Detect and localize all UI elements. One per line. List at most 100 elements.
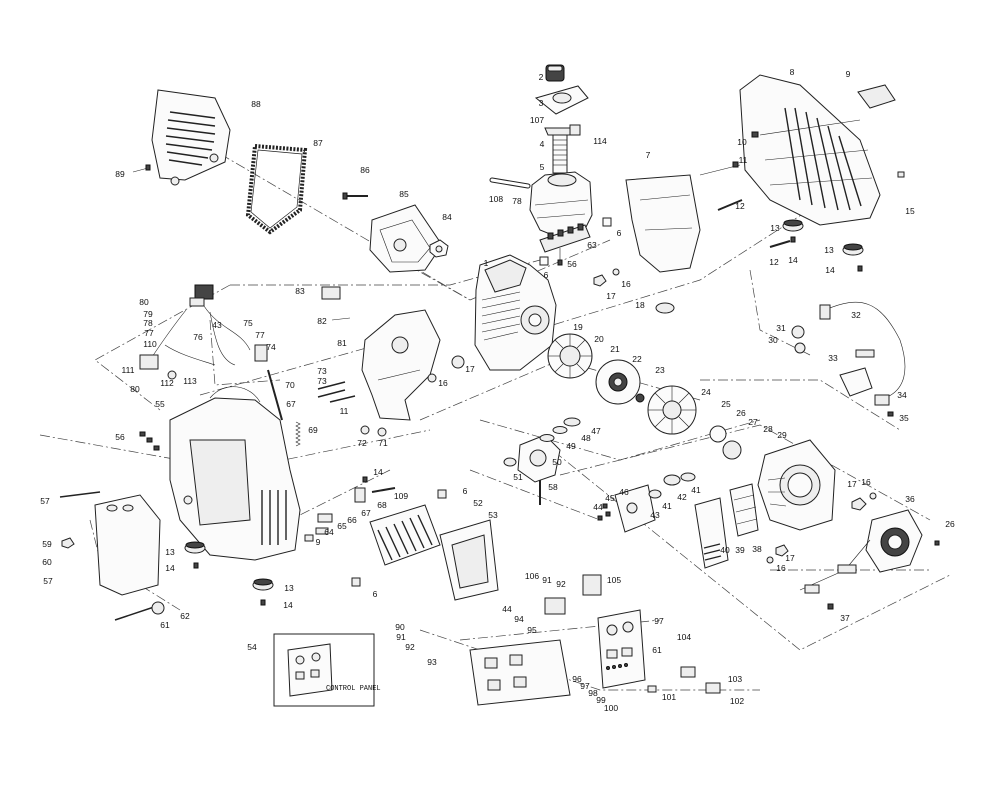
bolt-10-11: [699, 131, 759, 176]
callout-73: 73: [317, 366, 327, 376]
callout-46: 46: [619, 487, 629, 497]
recoil-starter-36: [799, 509, 923, 594]
callout-106: 106: [525, 571, 539, 581]
callout-108: 108: [489, 194, 503, 204]
carburetor-50: [503, 434, 561, 505]
spring-69: [295, 421, 301, 447]
callout-72: 72: [357, 438, 367, 448]
callout-67: 67: [361, 508, 371, 518]
callout-14: 14: [788, 255, 798, 265]
callout-99: 99: [596, 695, 606, 705]
callout-3: 3: [539, 98, 544, 108]
callout-54: 54: [247, 642, 257, 652]
callout-40: 40: [720, 545, 730, 555]
rod-12: [717, 199, 791, 248]
callout-25: 25: [721, 399, 731, 409]
callout-21: 21: [610, 344, 620, 354]
rear-cover-88: [151, 89, 231, 186]
choke-lever-parts: [304, 476, 396, 542]
callout-67: 67: [286, 399, 296, 409]
callout-56: 56: [115, 432, 125, 442]
callout-55: 55: [155, 399, 165, 409]
callout-10: 10: [737, 137, 747, 147]
clip-15: [897, 171, 905, 178]
callout-8: 8: [790, 67, 795, 77]
washers-71-72: [360, 425, 387, 437]
fuel-filter-4: [544, 124, 581, 174]
callout-70: 70: [285, 380, 295, 390]
callout-17: 17: [606, 291, 616, 301]
starter-housing-29: [757, 439, 836, 531]
control-panel-inset-54: CONTROL PANEL: [273, 633, 381, 707]
inverter-module-52: [351, 489, 447, 587]
callout-62: 62: [180, 611, 190, 621]
engine-1: [474, 254, 557, 371]
outlets-101-103: [647, 666, 721, 694]
callout-6: 6: [373, 589, 378, 599]
callout-6: 6: [463, 486, 468, 496]
callout-39: 39: [735, 545, 745, 555]
callout-88: 88: [251, 99, 261, 109]
callout-14: 14: [283, 600, 293, 610]
callout-44: 44: [593, 502, 603, 512]
air-filter-box-43: [614, 484, 656, 533]
callout-61: 61: [160, 620, 170, 630]
callout-85: 85: [399, 189, 409, 199]
callout-64: 64: [324, 527, 334, 537]
bolts-73: [317, 381, 356, 403]
callout-63: 63: [587, 240, 597, 250]
vent-hose-108: [489, 177, 531, 189]
callout-111: 111: [122, 365, 135, 375]
callout-77: 77: [144, 328, 154, 338]
callout-26: 26: [736, 408, 746, 418]
callout-103: 103: [728, 674, 742, 684]
callout-23: 23: [655, 365, 665, 375]
fan-cover-85: [369, 204, 443, 273]
callout-43: 43: [650, 510, 660, 520]
callout-82: 82: [317, 316, 327, 326]
callout-112: 112: [160, 378, 174, 388]
callout-6: 6: [544, 270, 549, 280]
callout-17: 17: [785, 553, 795, 563]
tank-collar-3: [534, 85, 589, 115]
callout-91: 91: [396, 632, 406, 642]
fuel-rail-63: [539, 217, 612, 266]
callout-66: 66: [347, 515, 357, 525]
callout-13: 13: [165, 547, 175, 557]
breaker-105: [582, 574, 602, 596]
callout-4: 4: [540, 139, 545, 149]
callout-1: 1: [484, 258, 489, 268]
callout-15: 15: [905, 206, 915, 216]
callout-97: 97: [580, 681, 590, 691]
grommet-18: [655, 302, 675, 314]
callout-7: 7: [646, 150, 651, 160]
callout-16: 16: [861, 477, 871, 487]
callout-16: 16: [438, 378, 448, 388]
starter-cup-25-27: [709, 425, 742, 460]
clamp-83: [321, 286, 341, 300]
callout-87: 87: [313, 138, 323, 148]
callout-27: 27: [748, 417, 758, 427]
callout-60: 60: [42, 557, 52, 567]
callout-57: 57: [43, 576, 53, 586]
callout-92: 92: [556, 579, 566, 589]
callout-96: 96: [572, 674, 582, 684]
callout-30: 30: [768, 335, 778, 345]
switch-95: [544, 597, 566, 615]
callout-110: 110: [143, 339, 157, 349]
callout-14: 14: [373, 467, 383, 477]
screw-59: [61, 537, 75, 549]
callout-6: 6: [617, 228, 622, 238]
handle-cap-9: [857, 84, 896, 109]
callout-57: 57: [40, 496, 50, 506]
panel-plate-93: [469, 639, 571, 706]
callout-90: 90: [395, 622, 405, 632]
callout-91: 91: [542, 575, 552, 585]
bolt-86: [342, 192, 368, 200]
callout-50: 50: [552, 457, 562, 467]
callout-13: 13: [824, 245, 834, 255]
callout-22: 22: [632, 354, 642, 364]
callout-69: 69: [308, 425, 318, 435]
callout-43: 43: [212, 320, 222, 330]
cooling-fan-24: [647, 385, 697, 435]
